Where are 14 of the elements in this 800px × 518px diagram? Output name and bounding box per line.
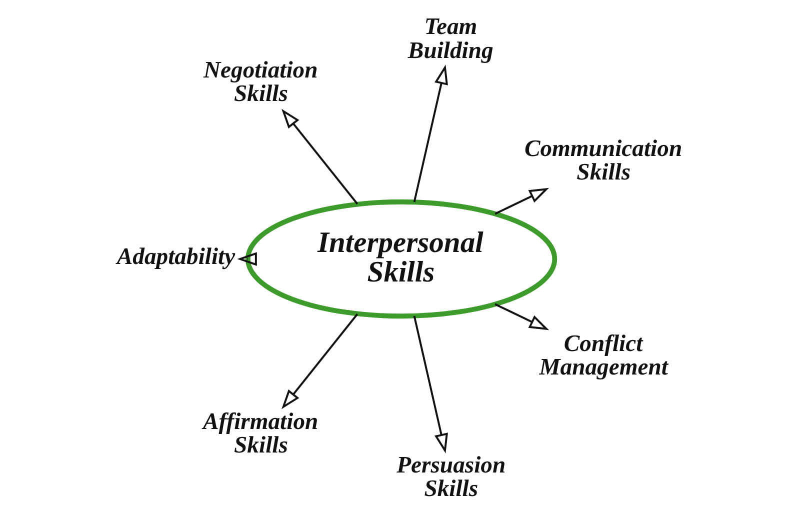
node-text: Affirmation Skills	[202, 409, 318, 459]
arrow	[237, 252, 257, 266]
node-text: Conflict Management	[539, 330, 668, 380]
arrow	[494, 303, 550, 330]
arrow	[494, 188, 550, 215]
arrow	[282, 108, 358, 204]
node-text: Persuasion Skills	[396, 452, 506, 502]
node-text: Communication Skills	[524, 136, 682, 186]
node-text: Team Building	[408, 14, 494, 64]
arrow	[413, 64, 448, 202]
arrow	[282, 314, 358, 410]
node-text: Adaptability	[116, 244, 236, 270]
arrow	[413, 316, 448, 454]
node-text: Negotiation Skills	[203, 58, 318, 108]
